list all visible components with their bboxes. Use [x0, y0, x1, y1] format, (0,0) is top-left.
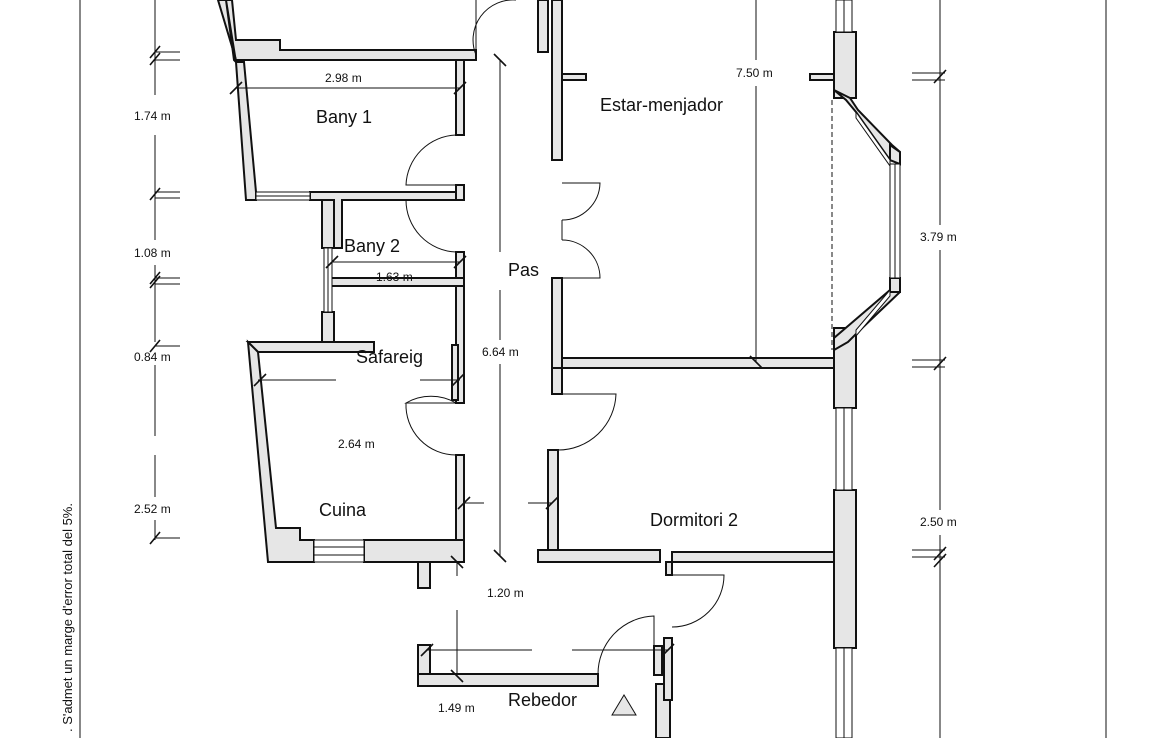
- measure-left-2: 1.08 m: [134, 246, 171, 260]
- measure-left-1: 1.74 m: [134, 109, 171, 123]
- room-label-dormitori2: Dormitori 2: [650, 510, 738, 530]
- measure-estar-length: 7.50 m: [736, 66, 773, 80]
- measure-bany2-width: 1.63 m: [376, 270, 413, 284]
- measure-bany1-width: 2.98 m: [325, 71, 362, 85]
- measure-rebedor-width: 1.49 m: [438, 701, 475, 715]
- right-dimension-chain: [912, 0, 947, 738]
- room-label-rebedor: Rebedor: [508, 690, 577, 710]
- measure-cuina-width: 2.64 m: [338, 437, 375, 451]
- room-label-bany1: Bany 1: [316, 107, 372, 127]
- measure-rebedor-depth: 1.20 m: [487, 586, 524, 600]
- left-dimension-chain: [149, 0, 180, 545]
- measure-right-2: 2.50 m: [920, 515, 957, 529]
- room-label-cuina: Cuina: [319, 500, 367, 520]
- interior-dimensions: [229, 0, 763, 683]
- room-label-estar-menjador: Estar-menjador: [600, 95, 723, 115]
- entrance-triangle-icon: [611, 694, 637, 716]
- doors: [404, 0, 725, 675]
- room-label-bany2: Bany 2: [344, 236, 400, 256]
- measure-right-1: 3.79 m: [920, 230, 957, 244]
- walls: [216, 0, 901, 738]
- measure-left-3: 0.84 m: [134, 350, 171, 364]
- windows: [255, 0, 901, 738]
- measure-pas-length: 6.64 m: [482, 345, 519, 359]
- room-label-safareig: Safareig: [356, 347, 423, 367]
- measure-left-4: 2.52 m: [134, 502, 171, 516]
- room-label-pas: Pas: [508, 260, 539, 280]
- disclaimer-note: . S'admet un marge d'error total del 5%.: [60, 503, 75, 732]
